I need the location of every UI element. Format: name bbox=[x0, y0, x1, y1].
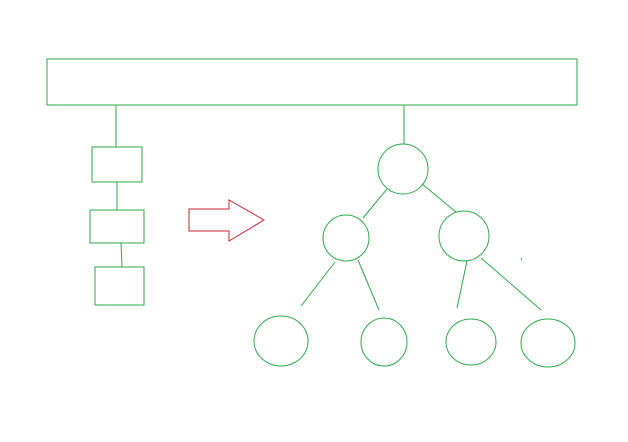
tree-edge-root-right bbox=[421, 183, 457, 213]
stray-mark bbox=[520, 257, 523, 261]
list-node-1 bbox=[91, 146, 143, 183]
transform-arrow bbox=[188, 199, 265, 242]
tree-root-node bbox=[377, 143, 429, 195]
tree-leaf-1 bbox=[253, 315, 309, 367]
tree-edge-left-leaf2 bbox=[357, 259, 380, 311]
tree-leaf-4 bbox=[520, 318, 576, 368]
tree-edge-right-leaf4 bbox=[480, 257, 542, 311]
tree-edge-left-leaf1 bbox=[300, 261, 336, 307]
tree-leaf-2 bbox=[360, 317, 408, 367]
list-node-3 bbox=[94, 266, 145, 306]
tree-edge-right-leaf3 bbox=[456, 260, 468, 309]
tree-node-right bbox=[438, 210, 490, 262]
tree-edge-root-left bbox=[362, 188, 388, 219]
top-bar bbox=[46, 58, 578, 106]
tree-node-left bbox=[322, 214, 370, 262]
tree-leaf-3 bbox=[445, 318, 497, 366]
list-link-2 bbox=[120, 242, 123, 268]
list-node-2 bbox=[89, 209, 145, 244]
